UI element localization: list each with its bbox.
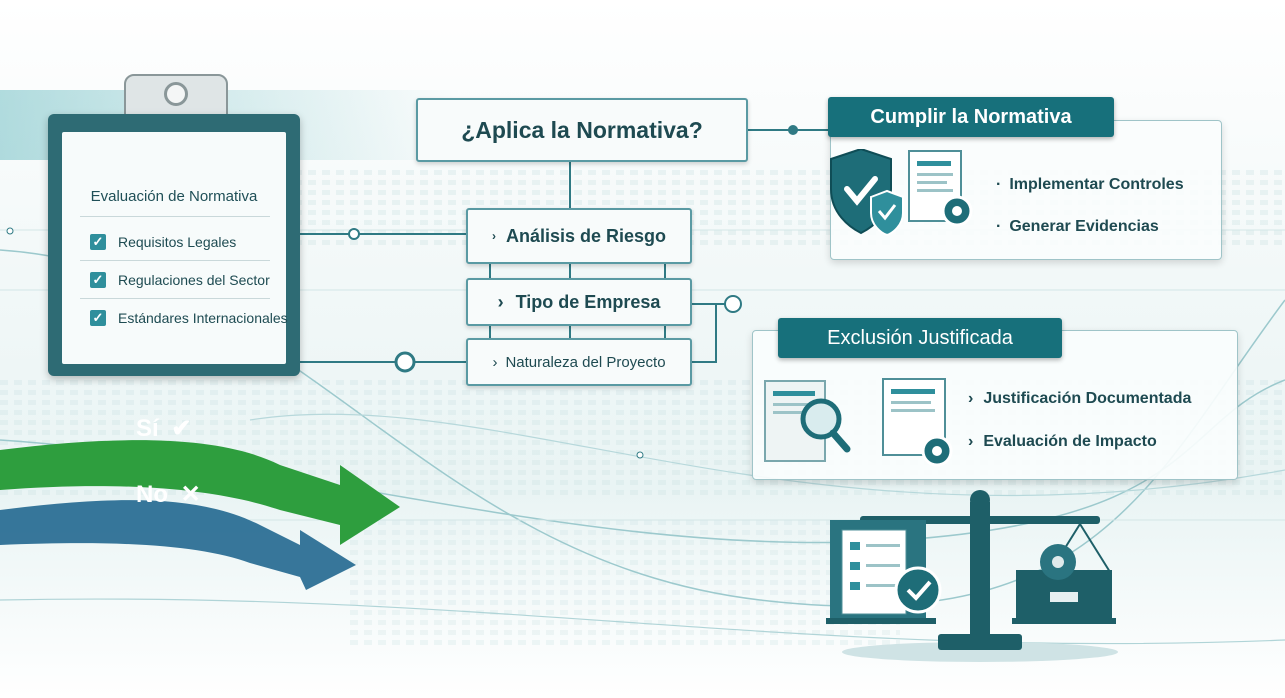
analysis-box-project-nature: › Naturaleza del Proyecto: [466, 338, 692, 386]
checklist-item-label: Requisitos Legales: [118, 234, 237, 250]
exclusion-item: ›Justificación Documentada: [968, 390, 1192, 407]
yes-arrow: [0, 440, 400, 545]
checklist-item: ✓ Regulaciones del Sector: [90, 269, 270, 291]
no-text: No: [136, 481, 168, 508]
comply-header: Cumplir la Normativa: [828, 97, 1114, 137]
checkbox-checked-icon: ✓: [90, 234, 106, 250]
comply-panel: [830, 120, 1222, 260]
balance-scale-illustration: [826, 490, 1118, 662]
exclusion-item-label: Justificación Documentada: [983, 390, 1192, 407]
no-arrow: [0, 500, 356, 590]
comply-item-label: Implementar Controles: [1009, 176, 1184, 193]
comply-item-label: Generar Evidencias: [1009, 218, 1159, 235]
analysis-label: Tipo de Empresa: [515, 291, 661, 312]
checkbox-checked-icon: ✓: [90, 272, 106, 288]
exclusion-item-label: Evaluación de Impacto: [983, 433, 1157, 450]
shield-documents-illustration: [830, 149, 973, 237]
checklist-title: Evaluación de Normativa: [90, 188, 258, 205]
chevron-right-icon: ›: [497, 291, 504, 312]
yes-text: Sí: [136, 415, 159, 442]
yes-label: Sí ✔: [136, 414, 191, 443]
comply-item: ·Implementar Controles: [996, 176, 1184, 193]
bullet-arrow-icon: ›: [491, 229, 496, 243]
decision-arrows: [0, 440, 400, 590]
x-icon: ✕: [180, 481, 201, 508]
regulation-checklist-clipboard: Evaluación de Normativa ✓ Requisitos Leg…: [48, 114, 300, 376]
chevron-right-icon: ›: [492, 353, 498, 371]
checklist-item-label: Estándares Internacionales: [118, 310, 288, 326]
exclusion-item: ›Evaluación de Impacto: [968, 433, 1157, 450]
checklist-item: ✓ Requisitos Legales: [90, 231, 236, 253]
exclusion-header: Exclusión Justificada: [778, 318, 1062, 358]
checkbox-checked-icon: ✓: [90, 310, 106, 326]
analysis-label: Naturaleza del Proyecto: [505, 353, 666, 371]
checklist-item-label: Regulaciones del Sector: [118, 272, 270, 288]
document-magnifier-gear-illustration: [764, 378, 953, 467]
analysis-box-risk: › Análisis de Riesgo: [466, 208, 692, 264]
analysis-label: Análisis de Riesgo: [505, 225, 667, 246]
question-box: ¿Aplica la Normativa?: [416, 98, 748, 162]
checklist-item: ✓ Estándares Internacionales: [90, 307, 288, 329]
comply-item: ·Generar Evidencias: [996, 218, 1159, 235]
analysis-box-company-type: › Tipo de Empresa: [466, 278, 692, 326]
check-icon: ✔: [171, 415, 192, 442]
no-label: No ✕: [136, 480, 201, 509]
